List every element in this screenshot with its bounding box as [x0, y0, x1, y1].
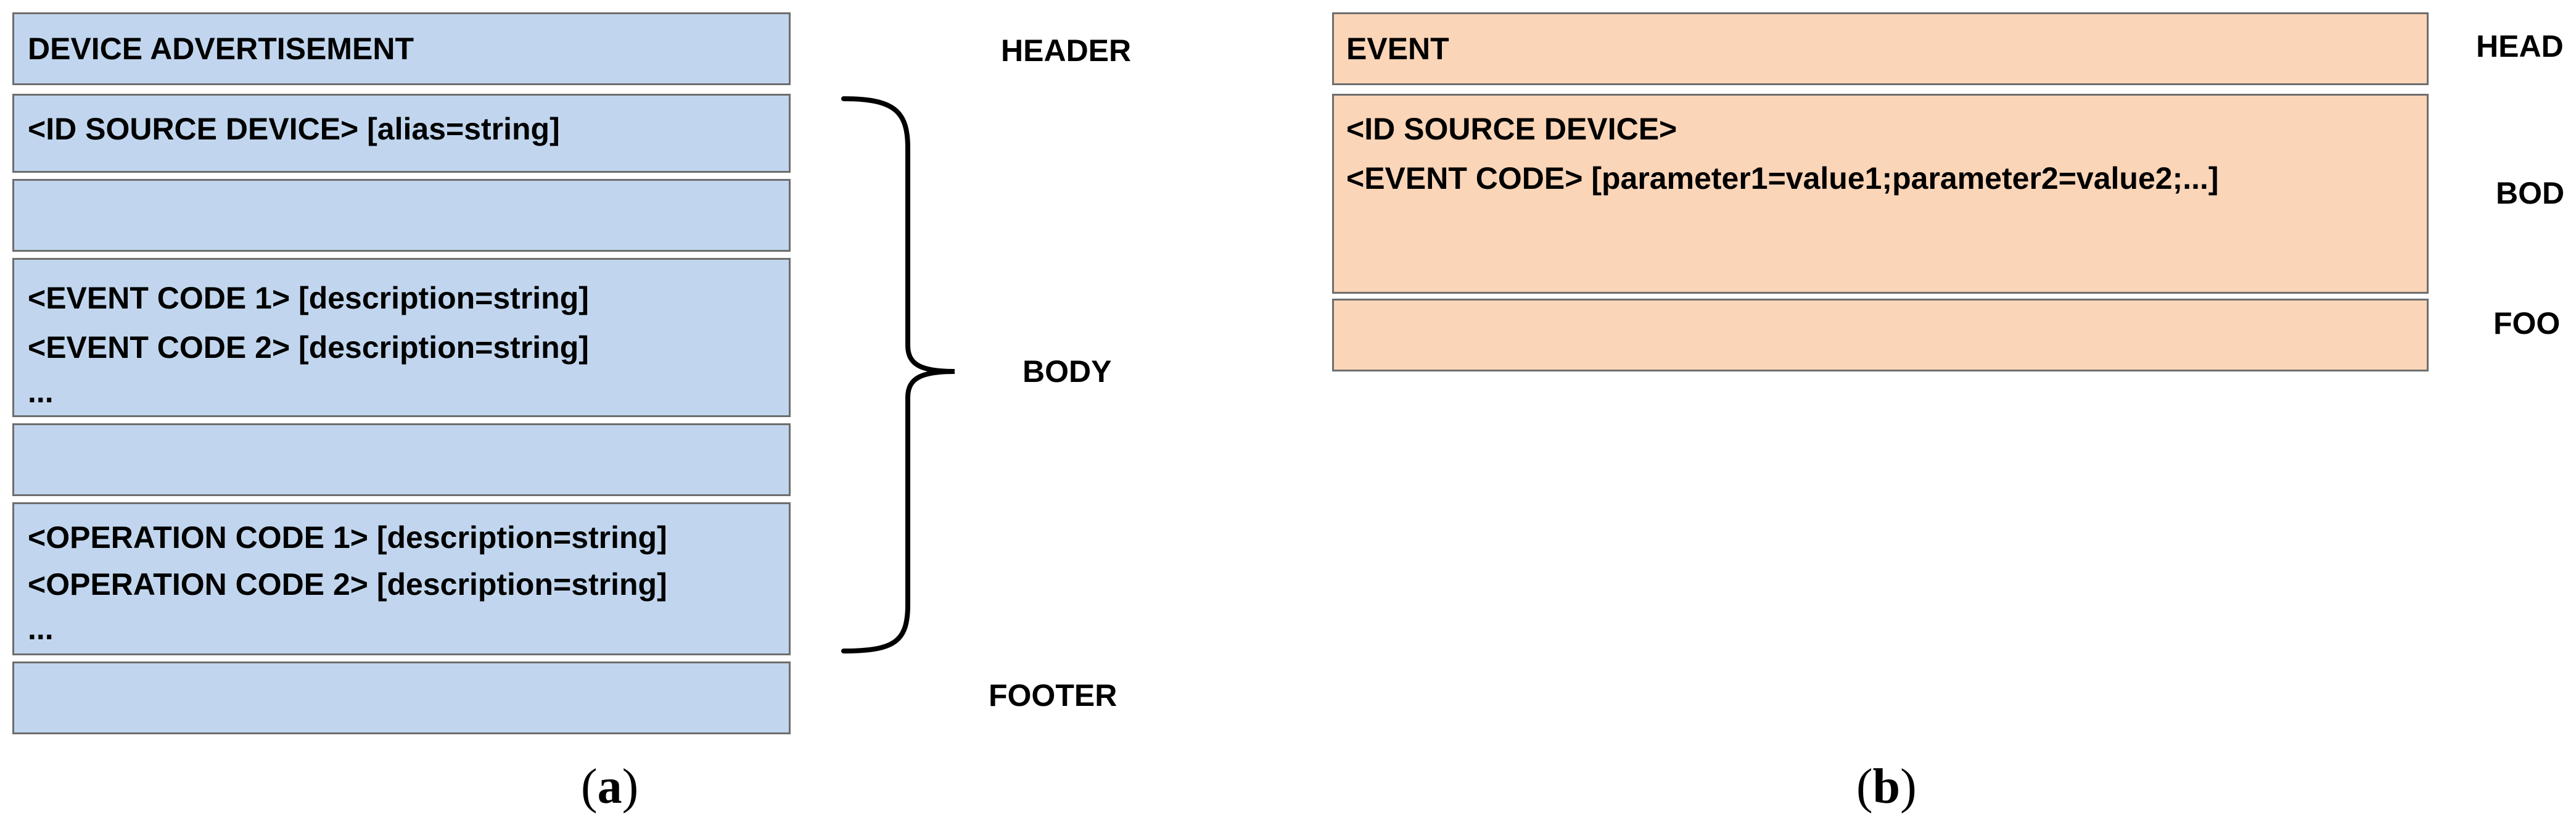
b-body-line-2: <EVENT CODE> [parameter1=value1;paramete…: [1346, 161, 2219, 196]
b-header-label: HEAD: [2476, 29, 2564, 64]
a-operation-line-3: ...: [28, 611, 54, 646]
b-header-box: [1332, 12, 2429, 85]
a-operation-line-2: <OPERATION CODE 2> [description=string]: [28, 567, 667, 602]
a-footer-box: [12, 661, 791, 734]
a-id-text: <ID SOURCE DEVICE> [alias=string]: [28, 112, 560, 146]
b-footer-box: [1332, 299, 2429, 371]
a-blank-box-2: [12, 423, 791, 496]
b-body-box: [1332, 94, 2429, 294]
a-header-label: HEADER: [1001, 33, 1132, 68]
caption-a: (a): [581, 760, 639, 814]
b-header-text: EVENT: [1346, 31, 1449, 66]
a-event-line-1: <EVENT CODE 1> [description=string]: [28, 281, 589, 315]
b-footer-label: FOO: [2493, 306, 2561, 341]
a-operation-line-1: <OPERATION CODE 1> [description=string]: [28, 520, 667, 555]
caption-b: (b): [1856, 760, 1917, 814]
a-blank-box-1: [12, 179, 791, 252]
a-header-box: [12, 12, 791, 85]
a-id-box: [12, 94, 791, 173]
a-event-line-3: ...: [28, 375, 54, 409]
a-event-line-2: <EVENT CODE 2> [description=string]: [28, 330, 589, 365]
b-body-label: BOD: [2496, 176, 2565, 210]
a-body-label: BODY: [1023, 354, 1112, 389]
b-body-line-1: <ID SOURCE DEVICE>: [1346, 112, 1677, 146]
a-operations-box: [12, 502, 791, 655]
a-events-box: [12, 258, 791, 417]
a-footer-label: FOOTER: [989, 678, 1117, 713]
a-header-text: DEVICE ADVERTISEMENT: [28, 31, 414, 66]
